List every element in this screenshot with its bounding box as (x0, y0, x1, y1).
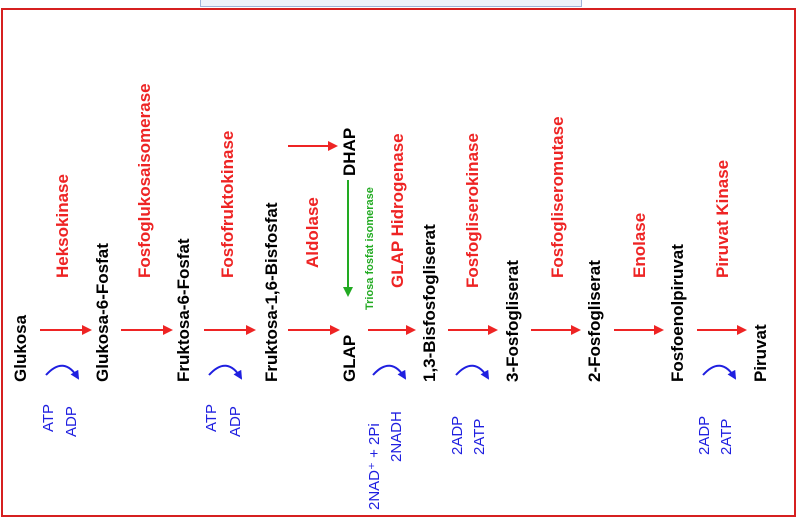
curved-arrow-step3 (208, 364, 243, 380)
curved-arrow-step1 (45, 364, 80, 380)
metabolite-2-fosfogliserat: 2-Fosfogliserat (585, 260, 604, 382)
cofactor-step1-out: ADP (63, 406, 80, 437)
cofactor-step6-in: 2ADP (449, 416, 466, 455)
metabolite-glukosa: Glukosa (11, 314, 30, 382)
metabolite-dhap: DHAP (340, 128, 359, 176)
enzyme-enolase: Enolase (630, 213, 649, 278)
enzyme-fosfogliseromutase: Fosfogliseromutase (548, 116, 567, 278)
cofactor-step9-in: 2ADP (696, 416, 713, 455)
curved-arrow-step9 (702, 364, 737, 380)
enzyme-triosa-fosfat-isomerase: Triosa fosfat isomerase (364, 187, 376, 310)
enzyme-fosfofruktokinase: Fosfofruktokinase (218, 131, 237, 278)
cofactor-step6-out: 2ATP (471, 419, 488, 455)
enzyme-piruvat-kinase: Piruvat Kinase (713, 160, 732, 278)
window-top-tab (200, 0, 582, 7)
enzyme-glap-hidrogenase: GLAP Hidrogenase (388, 133, 407, 288)
enzyme-heksokinase: Heksokinase (53, 174, 72, 278)
cofactor-step5-in: 2NAD⁺ + 2Pi (366, 423, 383, 510)
enzyme-aldolase: Aldolase (303, 197, 322, 268)
curved-arrow-step5 (372, 364, 407, 380)
diagram-border (1, 8, 796, 517)
cofactor-step5-out: 2NADH (388, 411, 405, 462)
cofactor-step9-out: 2ATP (718, 419, 735, 455)
metabolite-1-3-bisfosfogliserat: 1,3-Bisfosfogliserat (420, 224, 439, 382)
cofactor-step3-in: ATP (203, 404, 220, 432)
cofactor-step1-in: ATP (40, 404, 57, 432)
metabolite-piruvat: Piruvat (751, 324, 770, 382)
metabolite-glukosa-6-fosfat: Glukosa-6-Fosfat (93, 243, 112, 382)
enzyme-fosfogliserokinase: Fosfogliserokinase (463, 133, 482, 288)
metabolite-glap: GLAP (340, 335, 359, 382)
metabolite-fosfoenolpiruvat: Fosfoenolpiruvat (668, 244, 687, 382)
curved-arrow-step6 (455, 364, 490, 380)
metabolite-fruktosa-1-6-bisfosfat: Fruktosa-1,6-Bisfosfat (262, 202, 281, 382)
metabolite-3-fosfogliserat: 3-Fosfogliserat (503, 260, 522, 382)
cofactor-step3-out: ADP (227, 406, 244, 437)
enzyme-fosfoglukosaisomerase: Fosfoglukosaisomerase (135, 83, 154, 278)
metabolite-fruktosa-6-fosfat: Fruktosa-6-Fosfat (174, 238, 193, 382)
